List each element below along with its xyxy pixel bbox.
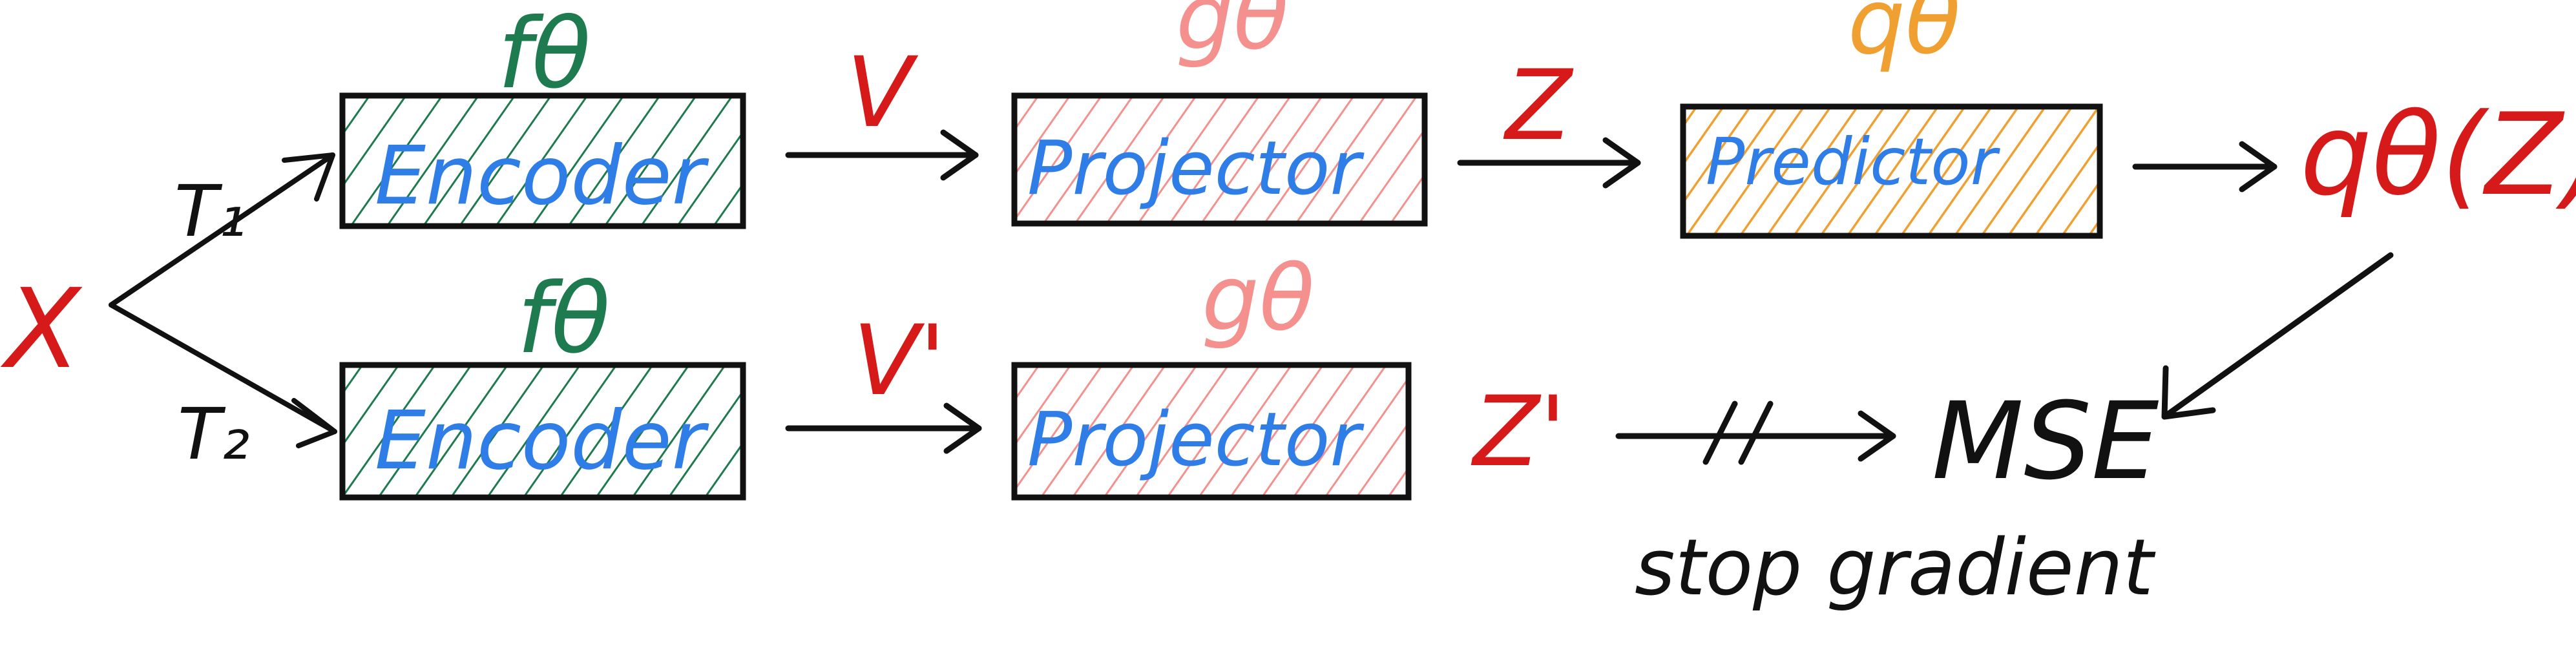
arrow-right-icon bbox=[785, 402, 982, 454]
double-slash-icon bbox=[1702, 401, 1774, 465]
z-top-label: Z bbox=[1503, 50, 1574, 162]
projector-bottom-hatch bbox=[1014, 365, 1408, 497]
encoder-bottom-hatch bbox=[342, 365, 743, 497]
encoder-top-box bbox=[339, 92, 746, 229]
transform-top-label: T₁ bbox=[174, 170, 246, 253]
encoder-bottom-param: fθ bbox=[517, 263, 611, 375]
mse-label: MSE bbox=[1932, 379, 2159, 503]
projector-top-hatch bbox=[1014, 96, 1425, 224]
v-top-label: V bbox=[846, 37, 919, 149]
v-bottom-label: V' bbox=[853, 305, 946, 417]
z-bottom-label: Z' bbox=[1471, 376, 1566, 488]
input-label: X bbox=[0, 266, 83, 393]
stop-gradient-label: stop gradient bbox=[1635, 523, 2156, 613]
predictor-box bbox=[1680, 103, 2103, 239]
encoder-top-param: fθ bbox=[497, 0, 591, 110]
split-arrow-top bbox=[109, 152, 335, 307]
encoder-top-hatch bbox=[342, 96, 743, 226]
arrow-right-icon bbox=[2132, 141, 2278, 193]
projector-top-label: Projector bbox=[1027, 125, 1365, 212]
projector-top-box bbox=[1011, 92, 1428, 227]
predictor-label: Predictor bbox=[1706, 124, 2001, 200]
arrow-right-icon bbox=[785, 129, 979, 181]
encoder-top-label: Encoder bbox=[375, 129, 709, 223]
split-arrow-bottom bbox=[109, 302, 337, 448]
prediction-output-label: qθ(Z) bbox=[2300, 90, 2576, 221]
encoder-bottom-box bbox=[339, 362, 746, 501]
projector-bottom-label: Projector bbox=[1027, 397, 1365, 483]
arrow-right-icon bbox=[1457, 137, 1641, 189]
projector-top-param: gθ bbox=[1176, 0, 1289, 70]
arrow-down-left-icon bbox=[2161, 252, 2394, 420]
projector-bottom-box bbox=[1011, 362, 1412, 501]
projector-bottom-param: gθ bbox=[1202, 246, 1315, 351]
predictor-hatch bbox=[1683, 107, 2100, 236]
encoder-bottom-label: Encoder bbox=[375, 394, 709, 488]
predictor-param: qθ bbox=[1848, 0, 1961, 75]
transform-bottom-label: T₂ bbox=[178, 393, 249, 475]
